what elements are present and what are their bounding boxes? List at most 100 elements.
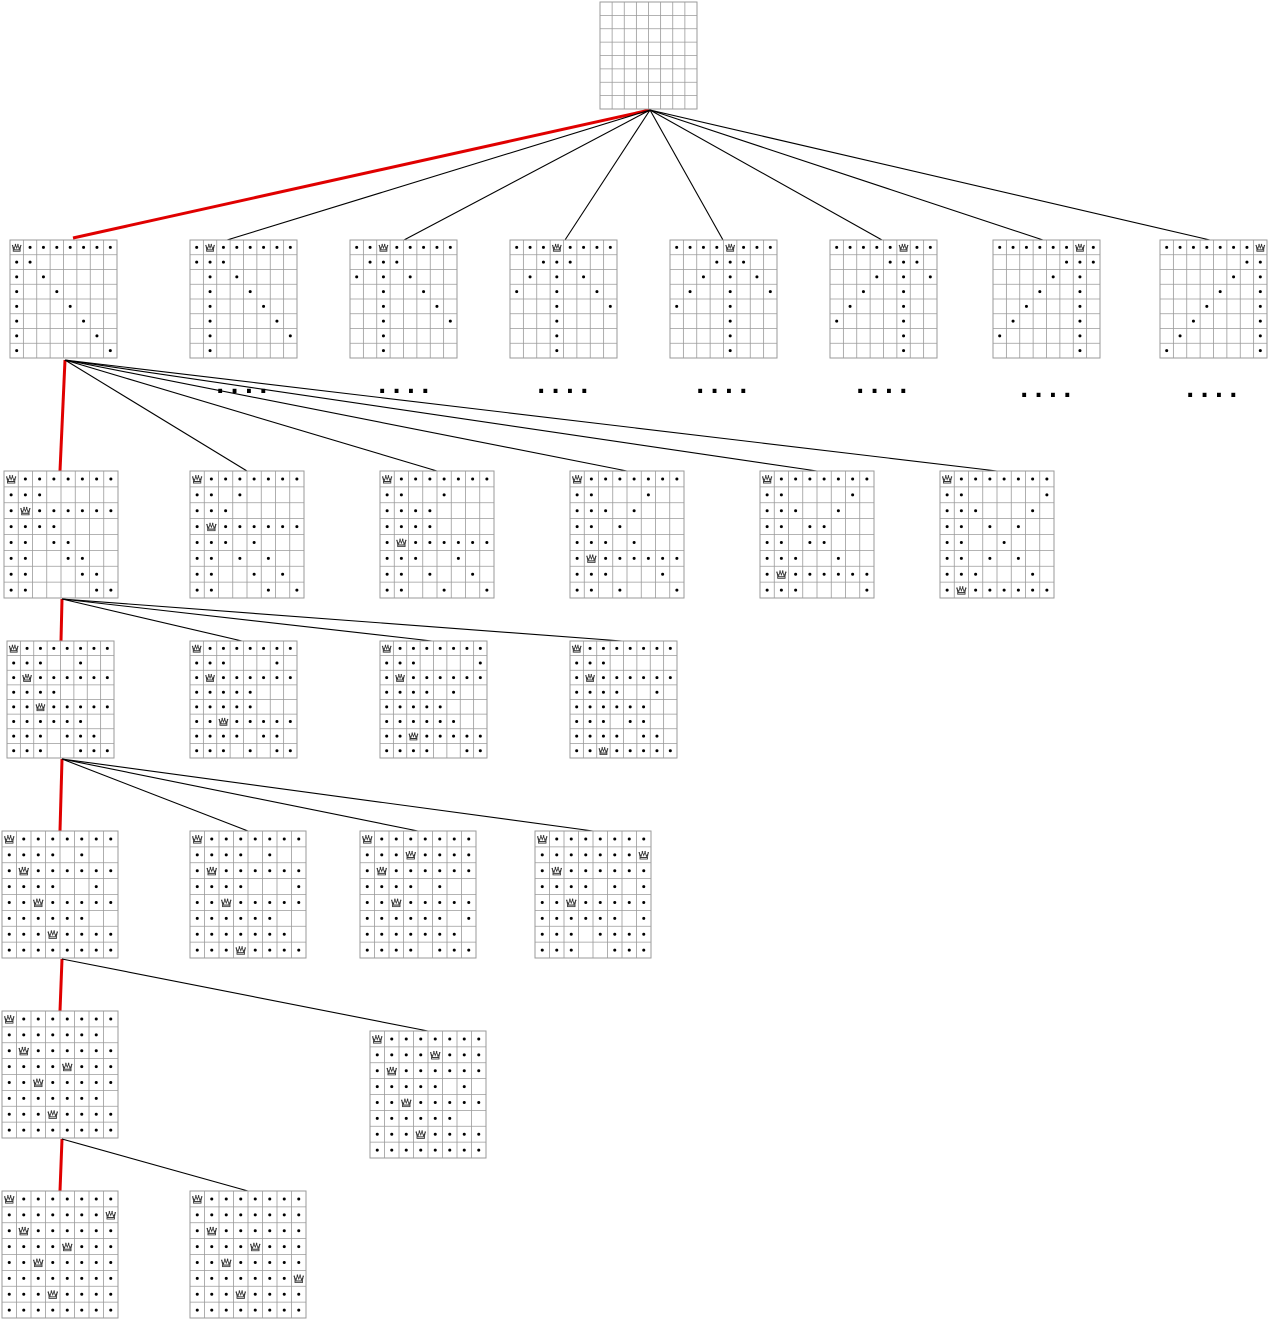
- attacked-square-dot: [208, 661, 212, 665]
- attacked-square-dot: [409, 916, 413, 920]
- attacked-square-dot: [109, 837, 113, 841]
- attacked-square-dot: [268, 1292, 272, 1296]
- attacked-square-dot: [399, 556, 403, 560]
- crown-icon: [898, 243, 909, 252]
- attacked-square-dot: [65, 1049, 69, 1053]
- attacked-square-dot: [515, 245, 519, 249]
- attacked-square-dot: [569, 837, 573, 841]
- attacked-square-dot: [701, 275, 705, 279]
- board-l3-4: [569, 640, 678, 759]
- attacked-square-dot: [12, 676, 16, 680]
- attacked-square-dot: [7, 1128, 11, 1132]
- attacked-square-dot: [582, 245, 586, 249]
- attacked-square-dot: [779, 540, 783, 544]
- attacked-square-dot: [515, 290, 519, 294]
- attacked-square-dot: [1038, 245, 1042, 249]
- attacked-square-dot: [80, 1245, 84, 1249]
- attacked-square-dot: [375, 1100, 379, 1104]
- crown-icon: [415, 1130, 426, 1139]
- attacked-square-dot: [248, 690, 252, 694]
- crown-icon: [571, 474, 583, 484]
- board-l1-1: [9, 239, 118, 359]
- attacked-square-dot: [1078, 304, 1082, 308]
- attacked-square-dot: [414, 525, 418, 529]
- attacked-square-dot: [22, 948, 26, 952]
- attacked-square-dot: [575, 661, 579, 665]
- attacked-square-dot: [423, 869, 427, 873]
- attacked-square-dot: [765, 493, 769, 497]
- attacked-square-dot: [9, 556, 13, 560]
- attacked-square-dot: [385, 719, 389, 723]
- attacked-square-dot: [36, 916, 40, 920]
- attacked-square-dot: [462, 1148, 466, 1152]
- attacked-square-dot: [92, 734, 96, 738]
- attacked-square-dot: [36, 1112, 40, 1116]
- attacked-square-dot: [22, 1292, 26, 1296]
- attacked-square-dot: [79, 676, 83, 680]
- attacked-square-dot: [80, 1096, 84, 1100]
- attacked-square-dot: [36, 1229, 40, 1233]
- attacked-square-dot: [627, 948, 631, 952]
- attacked-square-dot: [425, 676, 429, 680]
- attacked-square-dot: [195, 948, 199, 952]
- attacked-square-dot: [959, 525, 963, 529]
- attacked-square-dot: [414, 477, 418, 481]
- attacked-square-dot: [915, 245, 919, 249]
- attacked-square-dot: [1258, 290, 1262, 294]
- attacked-square-dot: [433, 1069, 437, 1073]
- attacked-square-dot: [109, 948, 113, 952]
- attacked-square-dot: [452, 900, 456, 904]
- attacked-square-dot: [36, 1096, 40, 1100]
- attacked-square-dot: [41, 245, 45, 249]
- attacked-square-dot: [998, 334, 1002, 338]
- attacked-square-dot: [239, 885, 243, 889]
- attacked-square-dot: [1091, 260, 1095, 264]
- attacked-square-dot: [65, 900, 69, 904]
- board-l5-1: [1, 1010, 119, 1139]
- attacked-square-dot: [365, 916, 369, 920]
- attacked-square-dot: [1045, 477, 1049, 481]
- attacked-square-dot: [477, 1069, 481, 1073]
- attacked-square-dot: [253, 1292, 257, 1296]
- ellipsis-marker: ....: [696, 374, 754, 399]
- ellipsis-marker: ....: [1186, 378, 1244, 403]
- tree-edge: [649, 109, 724, 241]
- crown-icon: [405, 850, 416, 860]
- attacked-square-dot: [613, 869, 617, 873]
- attacked-square-dot: [282, 1260, 286, 1264]
- attacked-square-dot: [555, 275, 559, 279]
- attacked-square-dot: [23, 540, 27, 544]
- attacked-square-dot: [555, 885, 559, 889]
- attacked-square-dot: [615, 690, 619, 694]
- attacked-square-dot: [888, 260, 892, 264]
- attacked-square-dot: [448, 319, 452, 323]
- attacked-square-dot: [15, 319, 19, 323]
- attacked-square-dot: [65, 916, 69, 920]
- attacked-square-dot: [1051, 245, 1055, 249]
- attacked-square-dot: [210, 1213, 214, 1217]
- attacked-square-dot: [253, 932, 257, 936]
- attacked-square-dot: [65, 1260, 69, 1264]
- attacked-square-dot: [94, 1276, 98, 1280]
- attacked-square-dot: [38, 690, 42, 694]
- attacked-square-dot: [38, 477, 42, 481]
- attacked-square-dot: [7, 1080, 11, 1084]
- attacked-square-dot: [66, 477, 70, 481]
- attacked-square-dot: [1045, 588, 1049, 592]
- attacked-square-dot: [408, 245, 412, 249]
- attacked-square-dot: [398, 661, 402, 665]
- attacked-square-dot: [655, 646, 659, 650]
- attacked-square-dot: [195, 916, 199, 920]
- attacked-square-dot: [613, 837, 617, 841]
- attacked-square-dot: [248, 646, 252, 650]
- attacked-square-dot: [618, 525, 622, 529]
- attacked-square-dot: [80, 837, 84, 841]
- attacked-square-dot: [394, 932, 398, 936]
- attacked-square-dot: [1165, 349, 1169, 353]
- ellipsis-marker: ....: [1020, 378, 1078, 403]
- tree-edge: [649, 109, 883, 241]
- attacked-square-dot: [36, 948, 40, 952]
- attacked-square-dot: [94, 1245, 98, 1249]
- attacked-square-dot: [398, 646, 402, 650]
- crown-icon: [47, 1290, 58, 1299]
